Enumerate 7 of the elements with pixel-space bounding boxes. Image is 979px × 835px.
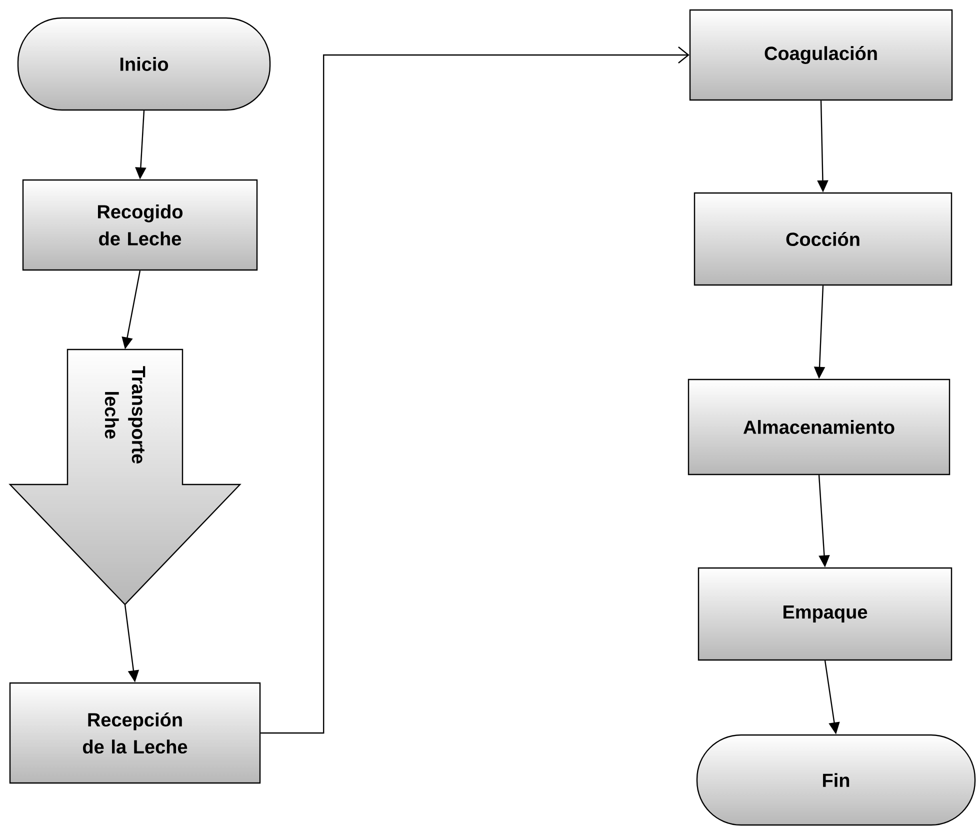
process-box: Almacenamiento bbox=[688, 378, 950, 476]
process-box: Coagulación bbox=[689, 9, 953, 101]
process-box: Recogido de Leche bbox=[22, 179, 258, 271]
arrow bbox=[260, 46, 690, 734]
process-box: Recepción de la Leche bbox=[9, 682, 261, 784]
process-box: Cocción bbox=[694, 192, 952, 286]
process-box: Empaque bbox=[698, 567, 952, 661]
